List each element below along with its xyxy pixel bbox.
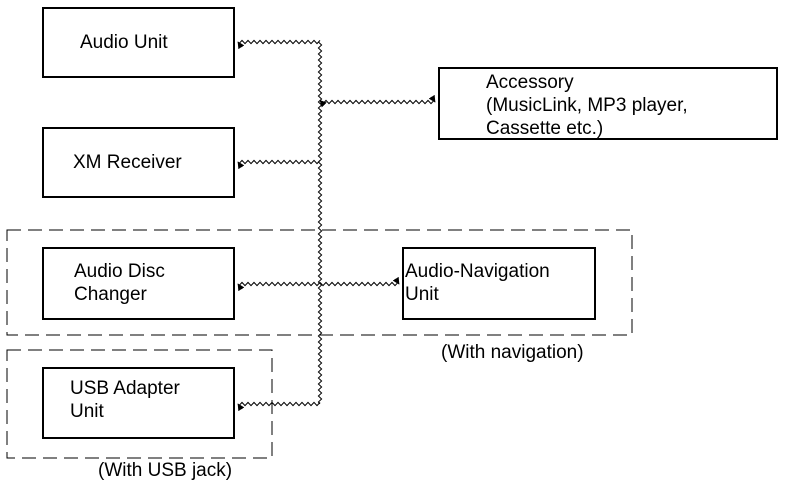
usb-adapter-label-line2: Unit bbox=[70, 401, 104, 422]
audio-unit-label: Audio Unit bbox=[80, 32, 168, 53]
audio-navigation-label-line1: Audio-Navigation bbox=[405, 261, 550, 282]
usb-adapter-wire bbox=[237, 401, 321, 412]
disc-changer-wire bbox=[237, 281, 321, 292]
with-navigation-caption: (With navigation) bbox=[441, 342, 584, 363]
disc-changer-label-line2: Changer bbox=[74, 284, 147, 305]
accessory-label-line3: Cassette etc.) bbox=[486, 118, 604, 139]
accessory-wire bbox=[319, 94, 436, 108]
accessory-label-line2: (MusicLink, MP3 player, bbox=[486, 95, 688, 116]
audio-navigation-wire bbox=[319, 276, 400, 287]
with-usb-jack-caption: (With USB jack) bbox=[98, 460, 233, 481]
audio-unit-wire bbox=[237, 39, 321, 50]
usb-adapter-unit-box: USB Adapter Unit bbox=[42, 367, 235, 439]
audio-navigation-unit-box: Audio-Navigation Unit bbox=[402, 247, 596, 320]
audio-navigation-label-line2: Unit bbox=[405, 284, 439, 305]
accessory-label-line1: Accessory bbox=[486, 72, 574, 93]
xm-receiver-wire bbox=[237, 159, 321, 170]
audio-disc-changer-box: Audio Disc Changer bbox=[42, 247, 235, 320]
accessory-box: Accessory (MusicLink, MP3 player, Casset… bbox=[438, 67, 778, 140]
usb-group-frame bbox=[6, 349, 273, 459]
bus-trunk-line bbox=[317, 41, 323, 405]
disc-changer-label-line1: Audio Disc bbox=[74, 261, 165, 282]
audio-unit-box: Audio Unit bbox=[42, 7, 235, 78]
usb-adapter-label-line1: USB Adapter bbox=[70, 378, 180, 399]
xm-receiver-label: XM Receiver bbox=[73, 152, 182, 173]
xm-receiver-box: XM Receiver bbox=[42, 127, 235, 198]
